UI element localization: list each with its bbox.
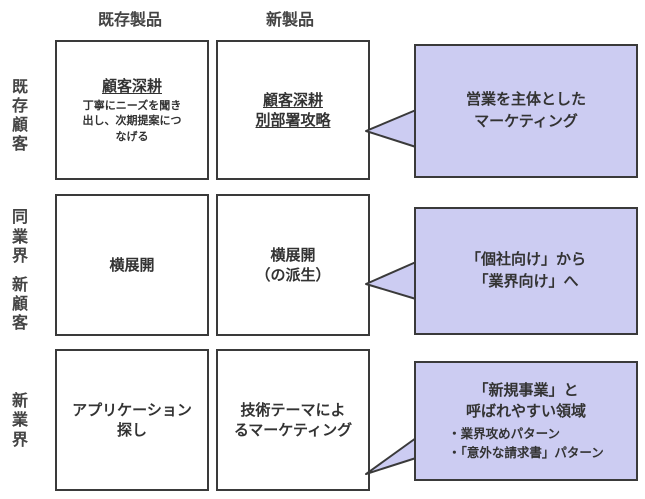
bubble-line: 呼ばれやすい領域 [465, 402, 586, 421]
row-char: 客 [11, 134, 28, 154]
cell-title-line: （の派生） [255, 266, 331, 284]
row-header-new-industry: 新 業 界 [8, 380, 32, 460]
column-header-new-product: 新製品 [265, 10, 314, 29]
row-char: 業 [11, 410, 28, 430]
bubble-pattern-list: ・業界攻めパターン ・「意外な請求書」パターン [448, 425, 604, 463]
cell-title-line: 技術テーマによ [240, 400, 346, 419]
cell-description: 丁寧にニーズを聞き 出し、次期提案につ なげる [83, 98, 182, 144]
bubble-line: マーケティング [474, 112, 578, 130]
row-char: 顧 [11, 294, 28, 314]
pattern-item: ・業界攻めパターン [448, 426, 561, 441]
cell-title: 顧客深耕 [101, 76, 162, 95]
cell-new-customer-new-product: 横展開 （の派生） [216, 194, 370, 336]
cell-title-line: 横展開 [270, 245, 316, 264]
speech-bubble-individual-to-industry: 「個社向け」から 「業界向け」へ [414, 207, 638, 335]
bubble-line: 「業界向け」へ [473, 272, 579, 290]
cell-title: 横展開 [109, 255, 155, 274]
speech-bubble-sales-marketing: 営業を主体とした マーケティング [414, 44, 638, 178]
row-char: 業 [11, 226, 28, 246]
row-char: 新 [11, 275, 28, 294]
cell-existing-customer-existing-product: 顧客深耕 丁寧にニーズを聞き 出し、次期提案につ なげる [55, 40, 209, 180]
column-header-existing-product: 既存製品 [97, 10, 162, 29]
row-char: 同 [11, 207, 28, 227]
row-char: 存 [11, 95, 28, 115]
description-line: 丁寧にニーズを聞き [82, 99, 182, 113]
row-char: 界 [11, 429, 28, 449]
speech-bubble-new-business: 「新規事業」と 呼ばれやすい領域 ・業界攻めパターン ・「意外な請求書」パターン [414, 361, 638, 481]
row-char: 界 [11, 245, 28, 265]
cell-new-industry-existing-product: アプリケーション 探し [55, 349, 209, 491]
row-header-same-industry-new-customer: 同 業 界 新 顧 客 [8, 200, 32, 340]
row-char: 客 [11, 313, 28, 333]
pattern-item: ・「意外な請求書」パターン [448, 444, 604, 460]
bubble-line: 営業を主体とした [465, 90, 586, 109]
description-line: 出し、次期提案につ [82, 114, 182, 128]
row-char: 新 [11, 391, 28, 411]
row-header-existing-customer: 既 存 顧 客 [8, 60, 32, 170]
cell-new-industry-new-product: 技術テーマによ るマーケティング [216, 349, 370, 491]
cell-title-line: 別部署攻略 [255, 111, 331, 129]
cell-new-customer-existing-product: 横展開 [55, 194, 209, 336]
cell-title-line: るマーケティング [233, 421, 353, 439]
cell-title-line: 顧客深耕 [262, 90, 323, 109]
cell-existing-customer-new-product: 顧客深耕 別部署攻略 [216, 40, 370, 180]
description-line: なげる [115, 129, 149, 143]
bubble-line: 「新規事業」と [473, 380, 579, 399]
cell-title-line: アプリケーション [72, 400, 192, 419]
row-char: 顧 [11, 115, 28, 134]
bubble-line: 「個社向け」から [465, 250, 586, 269]
cell-title-line: 探し [116, 421, 147, 439]
row-char: 既 [11, 76, 28, 96]
